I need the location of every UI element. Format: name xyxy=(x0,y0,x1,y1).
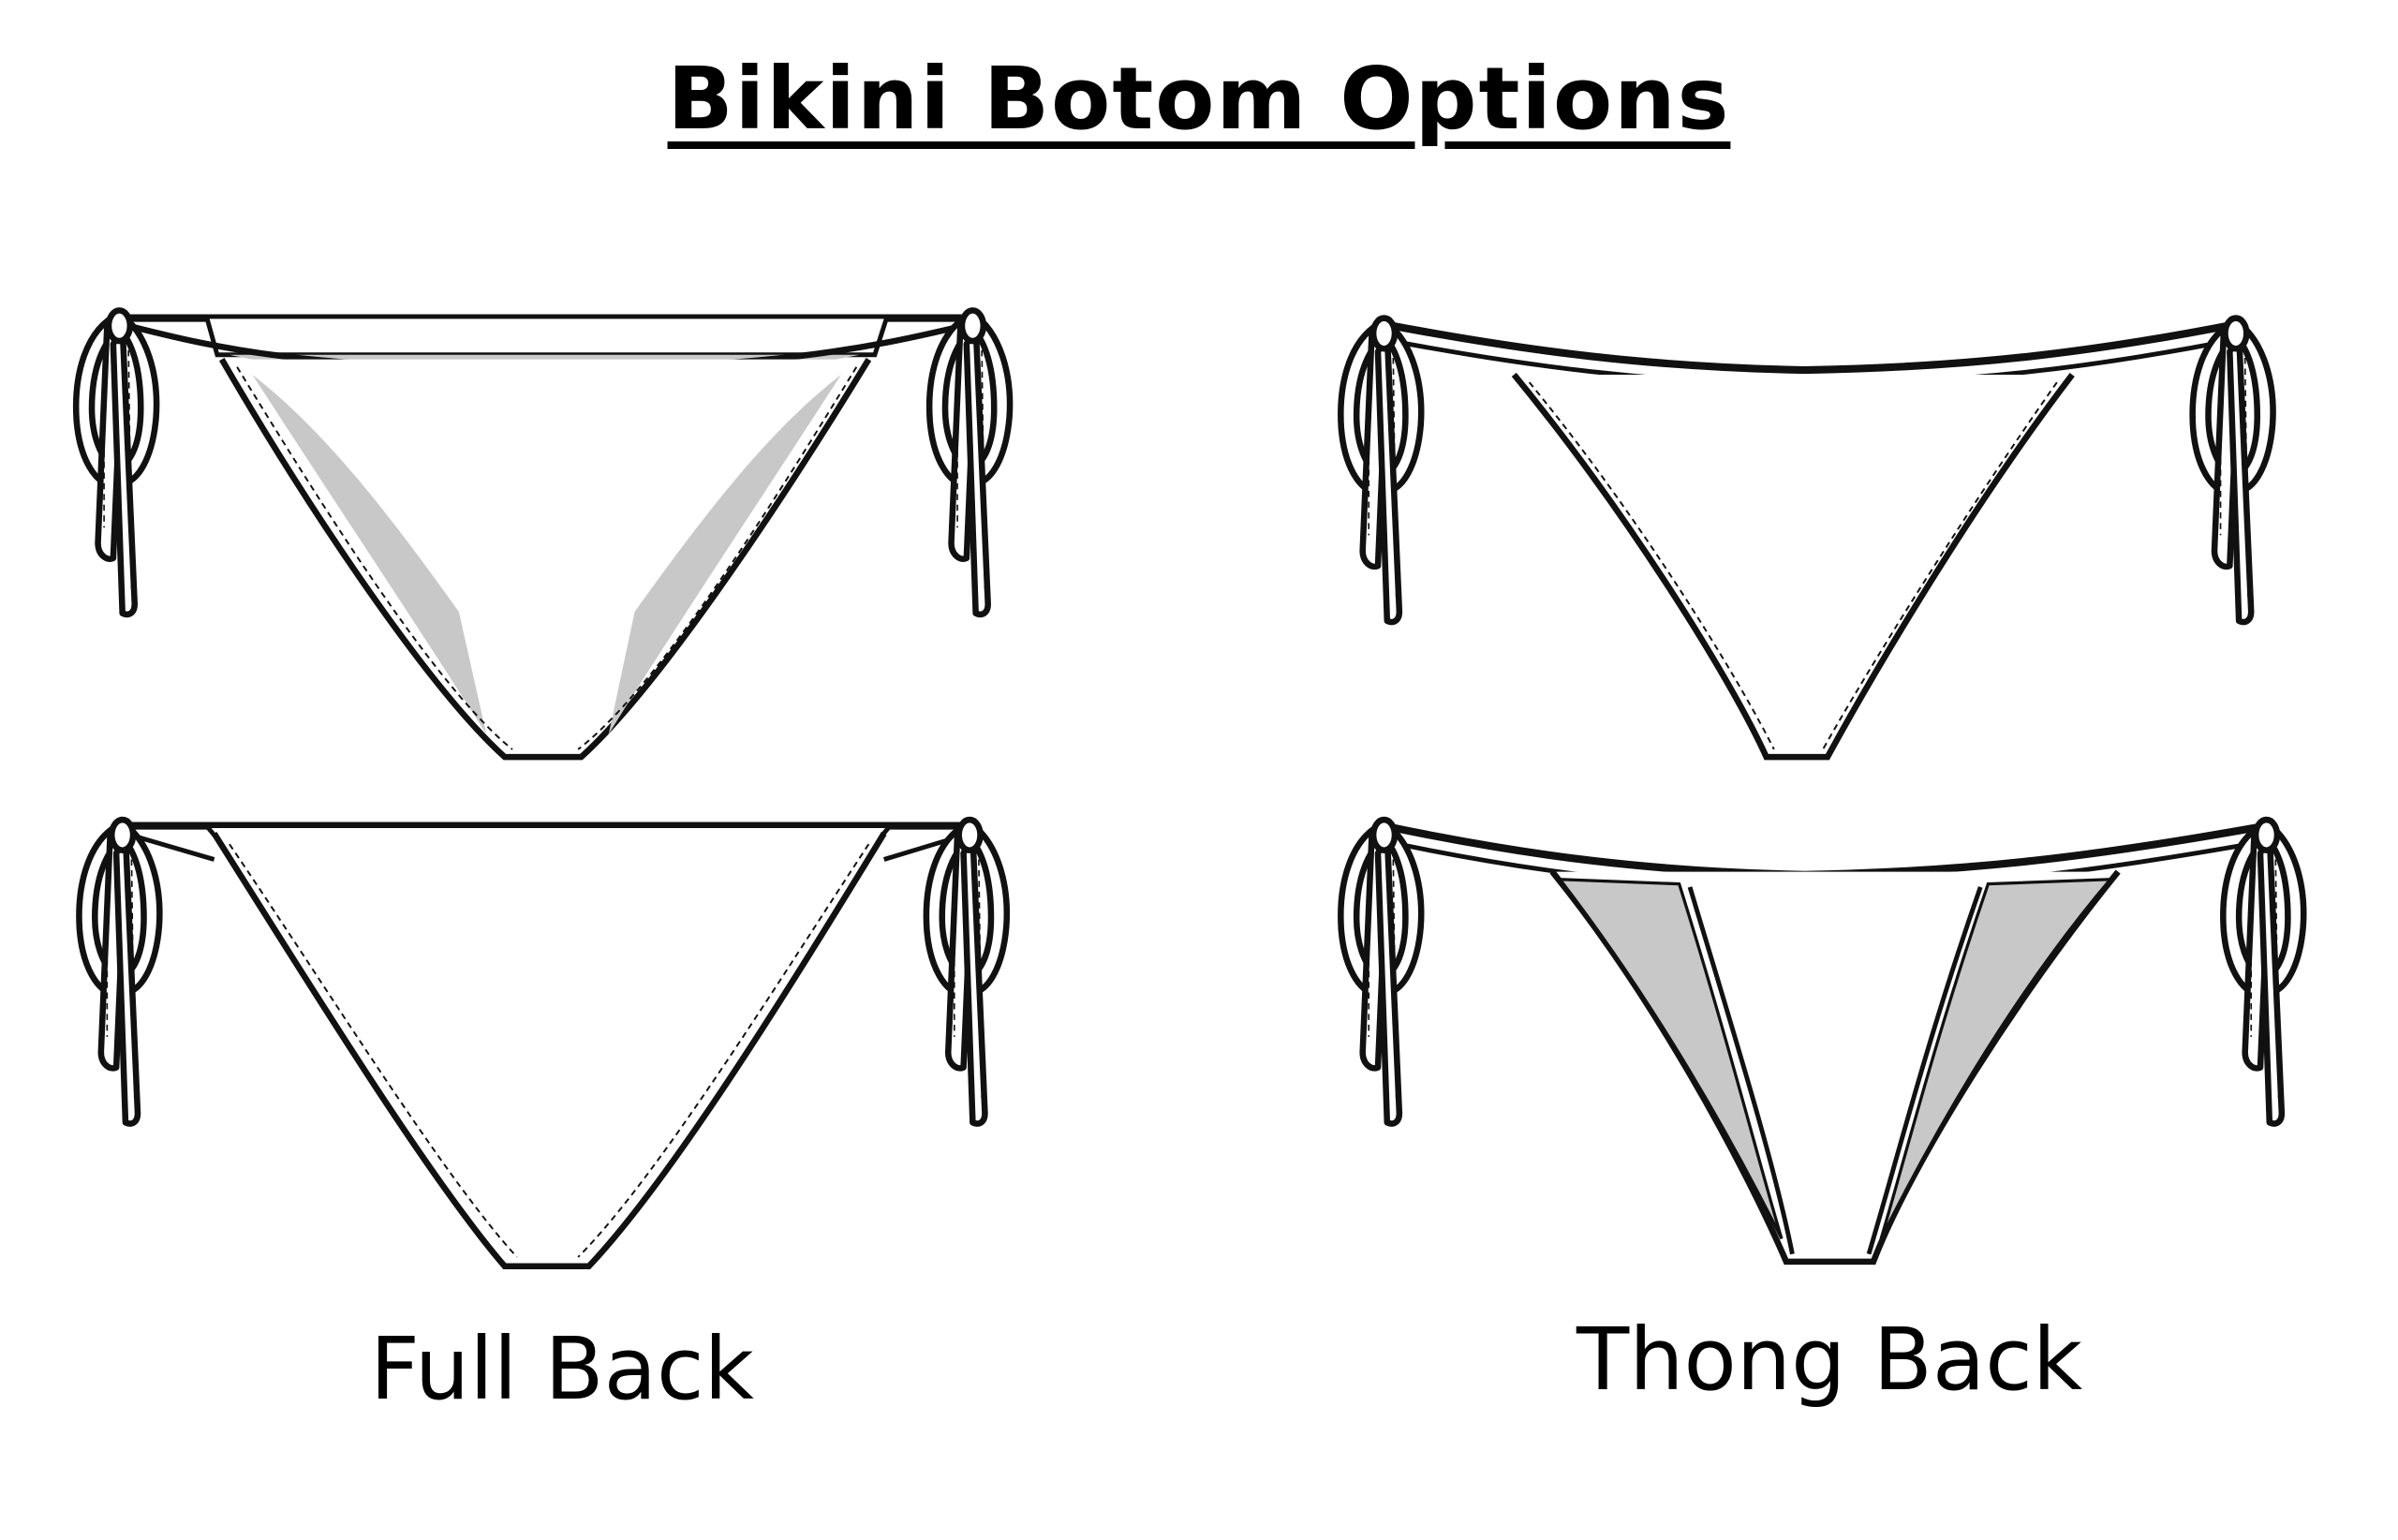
thong-back-caption: Thong Back xyxy=(1576,1310,2083,1410)
thong-back-rear-figure xyxy=(1340,820,2303,1266)
thong-back-front-figure xyxy=(1340,318,2272,761)
full-back-front-figure xyxy=(76,310,1010,761)
page-title: Bikini Botom Options xyxy=(667,49,1731,149)
full-back-rear-figure xyxy=(79,820,1006,1270)
full-back-caption: Full Back xyxy=(370,1319,754,1419)
